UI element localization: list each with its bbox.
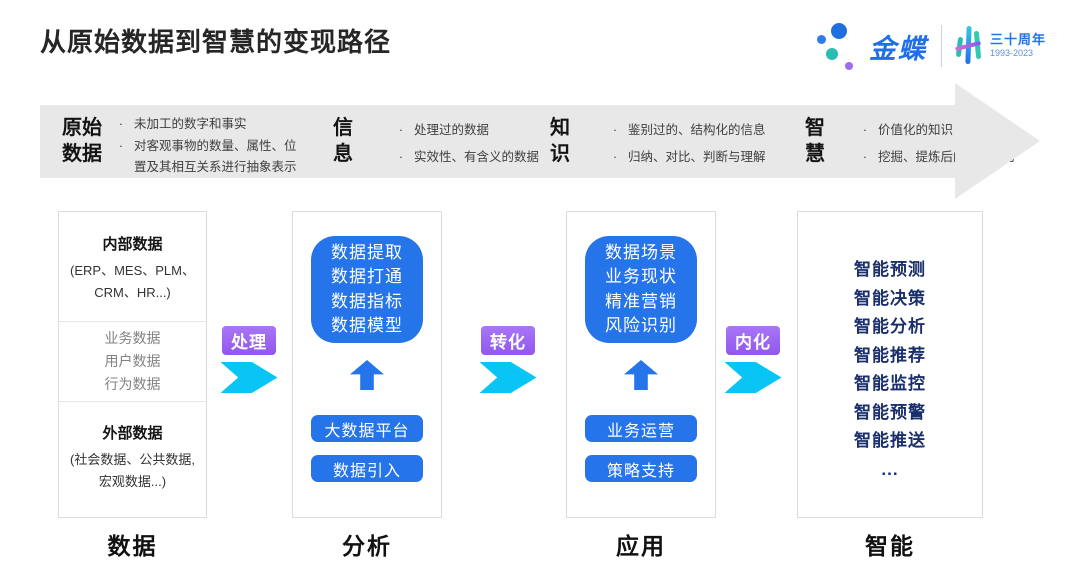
analysis-box: 数据提取 数据打通 数据指标 数据模型 大数据平台 数据引入: [292, 211, 442, 518]
analysis-core-box: 数据提取 数据打通 数据指标 数据模型: [311, 236, 423, 343]
intelligence-box: 智能预测 智能决策 智能分析 智能推荐 智能监控 智能预警 智能推送 ...: [797, 211, 983, 518]
intel-item: 智能推送: [854, 431, 926, 450]
data-type-item: 业务数据: [104, 330, 161, 346]
process-label: 处理: [222, 326, 276, 355]
connector-process: 处理: [219, 326, 279, 393]
connector-internalize: 内化: [723, 326, 783, 393]
right-arrow-icon: [220, 362, 278, 393]
up-arrow-icon: [350, 360, 384, 390]
application-box: 数据场景 业务现状 精准营销 风险识别 业务运营 策略支持: [566, 211, 716, 518]
transform-label: 转化: [481, 326, 535, 355]
external-data-desc: (社会数据、公共数据, 宏观数据...): [70, 452, 195, 489]
anniversary-text: 三十周年 1993-2023: [989, 32, 1046, 59]
stage-information-bullets: ·处理过的数据 ·实效性、有含义的数据: [398, 123, 540, 164]
butterfly-dots-icon: [815, 20, 859, 72]
stage-wisdom: 智 慧: [805, 117, 825, 165]
column-label-analysis: 分析: [342, 533, 392, 559]
external-data-section: 外部数据 (社会数据、公共数据, 宏观数据...): [59, 402, 206, 517]
intel-item: 智能推荐: [854, 345, 926, 365]
strategy-support-button: 策略支持: [585, 455, 697, 482]
internalize-label: 内化: [726, 326, 780, 355]
intel-item: 智能决策: [854, 288, 926, 308]
data-sources-box: 内部数据 (ERP、MES、PLM、CRM、HR...) 业务数据 用户数据 行…: [58, 211, 207, 518]
right-arrow-icon: [724, 362, 782, 393]
intel-item: 智能预测: [854, 260, 926, 279]
stage-raw-data: 原始 数据: [62, 117, 102, 165]
right-arrow-icon: [479, 362, 537, 393]
intel-item: 智能监控: [854, 374, 926, 393]
logo-divider: [940, 25, 942, 67]
connector-transform: 转化: [478, 326, 538, 393]
stage-knowledge-bullets: ·鉴别过的、结构化的信息 ·归纳、对比、判断与理解: [612, 123, 766, 164]
intel-item-ellipsis: ...: [881, 459, 899, 479]
application-core-box: 数据场景 业务现状 精准营销 风险识别: [585, 236, 697, 343]
banner-arrow: 原始 数据 ·未加工的数字和事实 ·对客观事物的数量、属性、位置及其相互关系进行…: [40, 105, 1016, 178]
intel-item: 智能分析: [854, 317, 926, 336]
data-types-section: 业务数据 用户数据 行为数据: [59, 322, 206, 402]
kingdee-logo: 金蝶 三十周年 1993-2023: [815, 20, 1046, 72]
up-arrow-icon: [624, 360, 658, 390]
banner-arrowhead-icon: [955, 83, 1040, 199]
anniversary-years: 1993-2023: [989, 48, 1034, 59]
page-title: 从原始数据到智慧的变现路径: [40, 27, 392, 57]
big-data-platform-button: 大数据平台: [311, 415, 423, 442]
anniversary-label: 三十周年: [989, 32, 1046, 48]
internal-data-title: 内部数据: [102, 236, 163, 253]
external-data-title: 外部数据: [102, 425, 163, 442]
stage-knowledge: 知 识: [550, 117, 570, 165]
data-import-button: 数据引入: [311, 455, 423, 482]
business-operation-button: 业务运营: [585, 415, 697, 442]
data-type-item: 用户数据: [104, 353, 161, 369]
column-label-application: 应用: [616, 533, 666, 559]
internal-data-desc: (ERP、MES、PLM、CRM、HR...): [70, 263, 195, 300]
brand-name: 金蝶: [868, 33, 927, 64]
stage-raw-data-bullets: ·未加工的数字和事实 ·对客观事物的数量、属性、位置及其相互关系进行抽象表示: [118, 117, 297, 174]
intel-item: 智能预警: [854, 402, 926, 422]
data-type-item: 行为数据: [104, 376, 161, 392]
anniversary-mark-icon: [954, 24, 982, 68]
column-label-intelligence: 智能: [865, 533, 915, 559]
internal-data-section: 内部数据 (ERP、MES、PLM、CRM、HR...): [59, 212, 206, 322]
stage-information: 信 息: [333, 117, 353, 165]
column-label-data: 数据: [107, 533, 158, 559]
